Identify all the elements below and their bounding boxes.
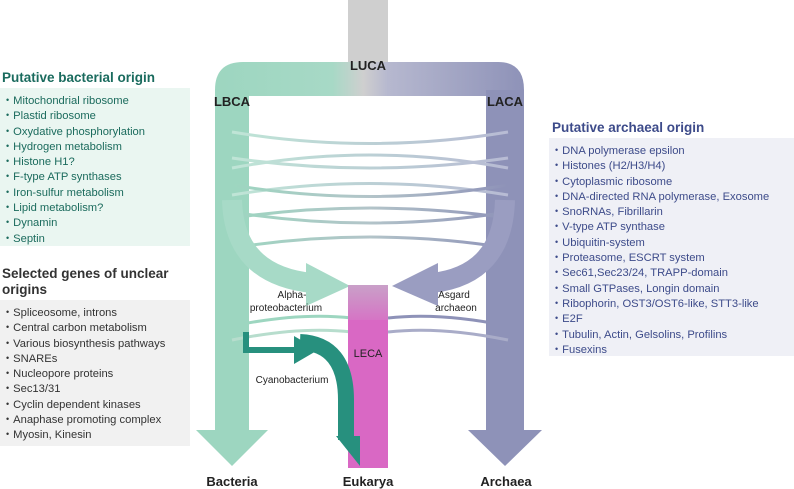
lbca-label: LBCA [214,94,251,109]
alpha-branch [222,199,314,293]
list-item: Spliceosome, introns [6,306,190,321]
asgard-label-line1: Asgard [438,290,470,301]
list-item: SnoRNAs, Fibrillarin [555,205,794,220]
alpha-arrowhead [306,263,350,306]
list-item: Iron-sulfur metabolism [6,186,190,201]
list-item: Histones (H2/H3/H4) [555,159,794,174]
list-item: Various biosynthesis pathways [6,337,190,352]
transfer-line [231,328,353,342]
list-item: Ribophorin, OST3/OST6-like, STT3-like [555,297,794,312]
unclear-origin-title: Selected genes of unclear origins [2,266,169,297]
leca-label: LECA [354,348,383,360]
transfer-line [231,210,509,225]
list-item: Mitochondrial ribosome [6,94,190,109]
asgard-label-line2: archaeon [435,303,477,314]
bacterial-origin-list: Mitochondrial ribosome Plastid ribosome … [0,88,190,247]
unclear-origin-list: Spliceosome, introns Central carbon meta… [0,300,190,444]
asgard-arrowhead [392,263,438,306]
laca-label: LACA [487,94,524,109]
list-item: Lipid metabolism? [6,201,190,216]
archaea-arrowhead [468,430,542,466]
list-item: Tubulin, Actin, Gelsolins, Profilins [555,328,794,343]
list-item: Dynamin [6,216,190,231]
alpha-label-line1: Alpha- [278,290,307,301]
transfer-line [231,235,509,250]
list-item: DNA polymerase epsilon [555,144,794,159]
list-item: Oxydative phosphorylation [6,125,190,140]
list-item: Septin [6,232,190,247]
cyanobacterium-label: Cyanobacterium [256,375,329,386]
list-item: Cytoplasmic ribosome [555,175,794,190]
list-item: Myosin, Kinesin [6,428,190,443]
top-bar [215,62,524,96]
list-item: Nucleopore proteins [6,367,190,382]
cyanobacterium-trunk [299,334,354,440]
list-item: V-type ATP synthase [555,220,794,235]
list-item: Central carbon metabolism [6,321,190,336]
cyanobacterium-tip [336,436,360,466]
list-item: Fusexins [555,343,794,358]
asgard-branch [430,199,515,293]
bacterial-origin-panel: Mitochondrial ribosome Plastid ribosome … [0,88,190,246]
list-item: Histone H1? [6,155,190,170]
alpha-label-line2: proteobacterium [250,303,322,314]
list-item: Cyclin dependent kinases [6,398,190,413]
transfer-line [231,183,509,198]
transfer-line [231,156,509,170]
bacteria-arrowhead [196,430,268,466]
gene-transfer-lines [231,130,509,342]
list-item: Sec13/31 [6,382,190,397]
transfer-line [231,130,509,145]
transfer-line [387,314,509,328]
list-item: E2F [555,312,794,327]
list-item: Anaphase promoting complex [6,413,190,428]
archaeal-origin-panel: DNA polymerase epsilon Histones (H2/H3/H… [549,138,794,356]
list-item: Sec61,Sec23/24, TRAPP-domain [555,266,794,281]
transfer-line [231,206,509,220]
list-item: Plastid ribosome [6,109,190,124]
bacterial-origin-title: Putative bacterial origin [2,70,156,85]
list-item: F-type ATP synthases [6,170,190,185]
transfer-line [231,153,509,170]
bacteria-label: Bacteria [206,474,258,489]
list-item: Proteasome, ESCRT system [555,251,794,266]
cyanobacterium-branch [243,332,298,353]
list-item: DNA-directed RNA polymerase, Exosome [555,190,794,205]
luca-stem [348,0,388,70]
list-item: Hydrogen metabolism [6,140,190,155]
archaeal-origin-list: DNA polymerase epsilon Histones (H2/H3/H… [549,138,794,358]
transfer-line [387,328,509,342]
archaeal-origin-title: Putative archaeal origin [552,120,705,135]
archaea-label: Archaea [480,474,532,489]
unclear-origin-panel: Spliceosome, introns Central carbon meta… [0,300,190,446]
list-item: Small GTPases, Longin domain [555,282,794,297]
transfer-line [231,182,509,197]
eukarya-label: Eukarya [343,474,394,489]
list-item: SNAREs [6,352,190,367]
transfer-line [231,314,353,328]
list-item: Ubiquitin-system [555,236,794,251]
luca-label: LUCA [350,58,387,73]
